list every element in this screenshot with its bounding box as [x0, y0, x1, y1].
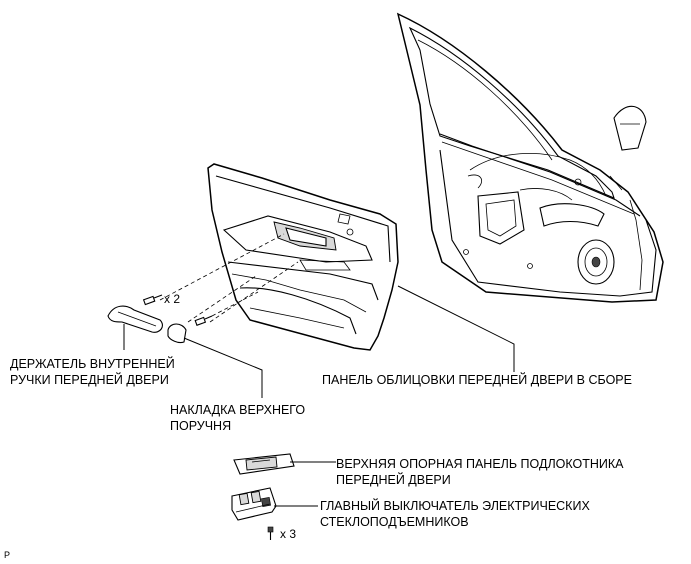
assembly-lines	[159, 233, 299, 323]
handle-bezel-part	[107, 305, 163, 333]
label-armrest-base-line1: ВЕРХНЯЯ ОПОРНАЯ ПАНЕЛЬ ПОДЛОКОТНИКА	[336, 457, 624, 471]
label-door-panel: ПАНЕЛЬ ОБЛИЦОВКИ ПЕРЕДНЕЙ ДВЕРИ В СБОРЕ	[322, 373, 632, 387]
figure-code: P	[4, 550, 11, 560]
master-switch-part	[231, 487, 277, 521]
armrest-cover-part	[167, 323, 187, 344]
label-master-switch-line1: ГЛАВНЫЙ ВЫКЛЮЧАТЕЛЬ ЭЛЕКТРИЧЕСКИХ	[320, 499, 590, 513]
label-armrest-cover-line1: НАКЛАДКА ВЕРХНЕГО	[170, 403, 306, 417]
qty-screws-switch: x 3	[280, 527, 297, 541]
label-handle-bezel: ДЕРЖАТЕЛЬ ВНУТРЕННЕЙ РУЧКИ ПЕРЕДНЕЙ ДВЕР…	[10, 356, 175, 388]
leader-lines	[123, 285, 515, 507]
label-handle-bezel-line2: РУЧКИ ПЕРЕДНЕЙ ДВЕРИ	[10, 373, 169, 387]
label-handle-bezel-line1: ДЕРЖАТЕЛЬ ВНУТРЕННЕЙ	[10, 357, 175, 371]
armrest-base-part	[233, 453, 295, 475]
qty-screws-bezel: x 2	[164, 292, 181, 306]
door-shell	[396, 12, 664, 303]
door-trim-panel	[207, 163, 399, 351]
label-armrest-cover-line2: ПОРУЧНЯ	[170, 419, 232, 433]
label-armrest-base: ВЕРХНЯЯ ОПОРНАЯ ПАНЕЛЬ ПОДЛОКОТНИКА ПЕРЕ…	[336, 456, 624, 488]
label-armrest-cover: НАКЛАДКА ВЕРХНЕГО ПОРУЧНЯ	[170, 402, 305, 434]
screw-switch	[267, 526, 274, 540]
screw-panel	[194, 315, 213, 326]
label-master-switch: ГЛАВНЫЙ ВЫКЛЮЧАТЕЛЬ ЭЛЕКТРИЧЕСКИХ СТЕКЛО…	[320, 498, 590, 530]
label-armrest-base-line2: ПЕРЕДНЕЙ ДВЕРИ	[336, 473, 451, 487]
screw-bezel	[142, 294, 163, 306]
label-master-switch-line2: СТЕКЛОПОДЪЕМНИКОВ	[320, 515, 469, 529]
